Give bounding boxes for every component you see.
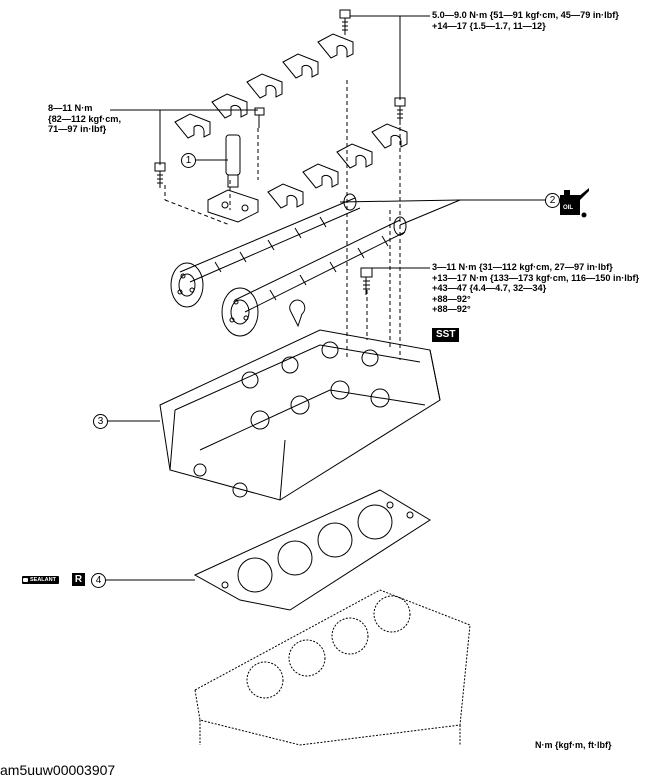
camshaft-lower bbox=[221, 216, 407, 337]
figure-id: am5uuw00003907 bbox=[0, 762, 116, 778]
oil-control-valve bbox=[207, 134, 259, 223]
torque-mid-line1: 3—11 N·m {31—112 kgf·cm, 27—97 in·lbf} bbox=[432, 262, 613, 272]
torque-left-line2: {82—112 kgf·cm, bbox=[48, 113, 122, 124]
bolt-small bbox=[254, 107, 265, 128]
oil-icon-label: OIL bbox=[563, 205, 573, 211]
torque-mid-line5: +88—92° bbox=[432, 304, 471, 315]
cylinder-head bbox=[159, 299, 441, 501]
camshaft-caps-upper bbox=[174, 33, 354, 139]
callout-3: 3 bbox=[93, 414, 108, 429]
replace-part-badge: R bbox=[72, 573, 85, 586]
torque-spec-mid: 3—11 N·m {31—112 kgf·cm, 27—97 in·lbf} +… bbox=[432, 262, 639, 315]
callout-1: 1 bbox=[181, 153, 196, 168]
sealant-badge: SEALANT bbox=[22, 576, 59, 584]
torque-mid-line3: +43—47 {4.4—4.7, 32—34} bbox=[432, 283, 547, 294]
camshaft-caps-lower bbox=[267, 123, 408, 209]
bolt-left bbox=[154, 162, 166, 188]
torque-left-line1: 8—11 N·m bbox=[48, 103, 93, 113]
callout-2: 2 bbox=[545, 193, 560, 208]
torque-mid-line2: +13—17 N·m {133—173 kgf·cm, 116—150 in·l… bbox=[432, 272, 640, 283]
sst-badge: SST bbox=[432, 328, 460, 342]
torque-top-line1: 5.0—9.0 N·m {51—91 kgf·cm, 45—79 in·lbf} bbox=[432, 10, 619, 20]
camshaft-upper bbox=[170, 193, 361, 308]
torque-top-line2: +14—17 {1.5—1.7, 11—12} bbox=[432, 20, 546, 31]
oil-can-icon: OIL bbox=[558, 185, 590, 219]
torque-spec-left: 8—11 N·m {82—112 kgf·cm, 71—97 in·lbf} bbox=[48, 103, 121, 135]
bolt-mid bbox=[360, 267, 373, 295]
cylinder-block bbox=[194, 589, 471, 746]
bolt-right bbox=[394, 97, 406, 125]
callout-4: 4 bbox=[91, 573, 106, 588]
torque-left-line3: 71—97 in·lbf} bbox=[48, 124, 107, 135]
units-label: N·m {kgf·m, ft·lbf} bbox=[535, 740, 612, 750]
head-gasket bbox=[193, 489, 431, 611]
torque-spec-top: 5.0—9.0 N·m {51—91 kgf·cm, 45—79 in·lbf}… bbox=[432, 10, 619, 31]
torque-mid-line4: +88—92° bbox=[432, 293, 471, 304]
bolt-top bbox=[339, 9, 351, 35]
dashed-guides bbox=[164, 80, 401, 360]
